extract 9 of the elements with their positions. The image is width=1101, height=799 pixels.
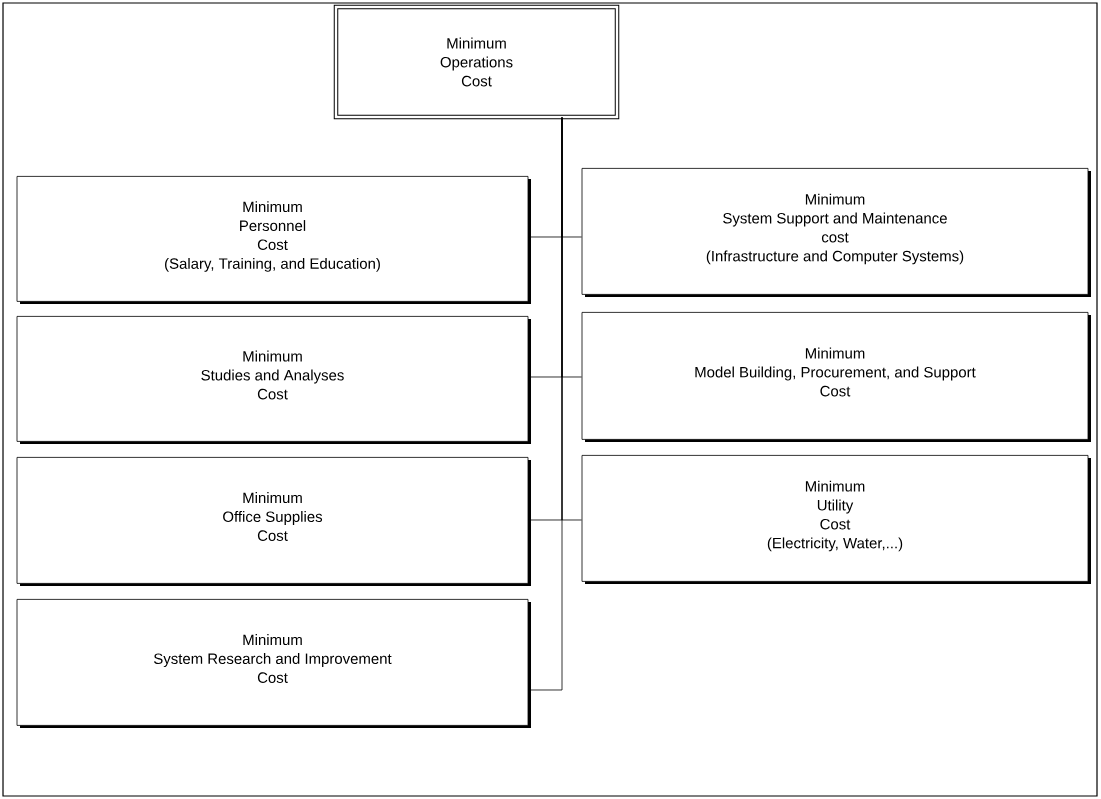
cost-box: Minimum Office Supplies Cost — [16, 457, 531, 586]
cost-box: Minimum System Support and Maintenance cost (Infrastructure and Computer Systems) — [581, 168, 1091, 297]
cost-box: Minimum Utility Cost (Electricity, Water,...) — [581, 455, 1091, 584]
cost-box: Minimum System Research and Improvement Cost — [16, 599, 531, 728]
cost-box: Minimum Personnel Cost (Salary, Training, and Education) — [16, 176, 531, 304]
connector-line — [528, 117, 563, 691]
cost-box: Minimum Model Building, Procurement, and Support Cost — [581, 312, 1091, 442]
cost-box: Minimum Studies and Analyses Cost — [16, 316, 531, 444]
title-box: Minimum Operations Cost — [333, 4, 620, 120]
